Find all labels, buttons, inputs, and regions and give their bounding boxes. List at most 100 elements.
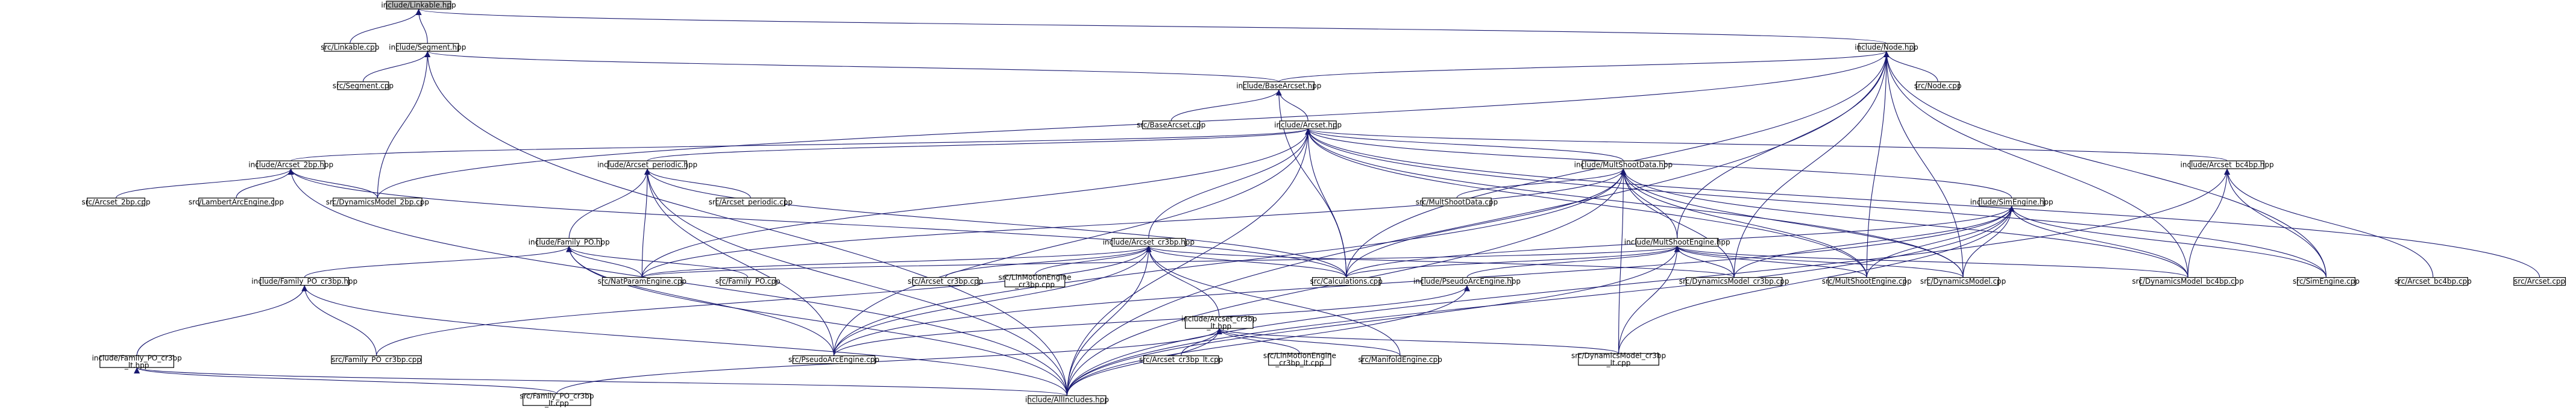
edge-pseudoarcengine_cpp-to-pseudoarcengine_hpp [833, 285, 1470, 356]
node-arcset-periodic-cpp[interactable]: src/Arcset_periodic.cpp [709, 198, 793, 207]
node-box [99, 355, 174, 368]
edge-family_po_cr3bp_cpp-to-arcset_cr3bp_hpp [375, 246, 1152, 356]
node-box [912, 277, 979, 286]
node-family-po-cpp[interactable]: src/Family_PO.cpp [715, 277, 781, 286]
node-linkable-cpp[interactable]: src/Linkable.cpp [321, 43, 379, 52]
edge-pseudoarcengine_cpp-to-multshootdata_hpp [833, 169, 1627, 356]
node-allincludes-hpp[interactable]: include/AllIncludes.hpp [1025, 395, 1109, 404]
node-label: src/ManifoldEngine.cpp [1358, 355, 1442, 364]
node-box [715, 198, 786, 207]
edge-lambertarcengine_cpp-to-arcset_2bp_hpp [236, 168, 294, 198]
node-family-po-hpp[interactable]: include/Family_PO.hpp [529, 238, 610, 247]
node-box [1243, 81, 1315, 90]
node-box [1279, 120, 1337, 130]
node-label: src/NatParamEngine.cpp [598, 277, 686, 286]
edge-natparamengine_cpp-to-multshootdata_hpp [641, 169, 1627, 278]
node-multshootdata-cpp[interactable]: src/MultShootData.cpp [1416, 198, 1498, 207]
node-arcset-cr3bp-hpp[interactable]: include/Arcset_cr3bp.hpp [1103, 238, 1195, 247]
node-label: include/Node.hpp [1855, 43, 1918, 52]
node-basearcset-cpp[interactable]: src/BaseArcset.cpp [1137, 120, 1205, 130]
edge-multshootengine_cpp-to-multshootengine_hpp [1674, 246, 1867, 278]
node-dynamicsmodel-cpp[interactable]: src/DynamicsModel.cpp [1920, 277, 2006, 286]
edge-allincludes_hpp-to-family_po_cr3bp_hpp [301, 285, 1067, 396]
node-label: include/Segment.hpp [389, 43, 466, 52]
node-segment-hpp[interactable]: include/Segment.hpp [389, 43, 466, 52]
node-arcset-2bp-hpp[interactable]: include/Arcset_2bp.hpp [248, 160, 333, 169]
node-dynamicsmodel-bc4bp-cpp[interactable]: src/DynamicsModel_bc4bp.cpp [2132, 277, 2244, 286]
node-multshootdata-hpp[interactable]: include/MultShootData.hpp [1574, 160, 1673, 169]
node-label: src/SimEngine.cpp [2293, 277, 2360, 286]
node-node-cpp[interactable]: src/Node.cpp [1914, 81, 1962, 90]
edge-multshootdata_cpp-to-multshootdata_hpp [1456, 168, 1627, 198]
node-label: src/BaseArcset.cpp [1137, 120, 1205, 129]
edge-calculations_cpp-to-arcset_periodic_hpp [644, 169, 1347, 278]
node-arcset-cpp[interactable]: src/Arcset.cpp [2513, 277, 2566, 286]
node-dynamicsmodel-cr3bp-cpp[interactable]: src/DynamicsModel_cr3bp.cpp [1679, 277, 1789, 286]
node-linmotionengine-cr3bp-cpp[interactable]: src/LinMotionEngine_cr3bp.cpp [998, 273, 1071, 289]
node-lambertarcengine-cpp[interactable]: src/LambertArcEngine.cpp [189, 198, 284, 207]
edge-segment_cpp-to-segment_hpp [362, 51, 431, 82]
edge-pseudoarcengine_hpp-to-multshootengine_hpp [1466, 246, 1680, 278]
node-node-hpp[interactable]: include/Node.hpp [1855, 43, 1918, 52]
node-family-po-cr3bp-hpp[interactable]: include/Family_PO_cr3bp.hpp [251, 277, 357, 286]
node-label: include/Arcset_cr3bp.hpp [1103, 238, 1195, 246]
node-label: src/DynamicsModel_2bp.cpp [326, 198, 429, 206]
edge-multshootengine_cpp-to-node_hpp [1866, 51, 1890, 278]
edge-multshootengine_cpp-to-arcset_hpp [1305, 128, 1867, 278]
edge-simengine_cpp-to-simengine_hpp [2008, 205, 2327, 278]
edge-family_po_cpp-to-family_po_hpp [566, 246, 749, 278]
node-label: src/Arcset_cr3bp.cpp [908, 277, 983, 286]
edge-dynamicsmodel_bc4bp_cpp-to-multshootengine_hpp [1674, 246, 2188, 278]
node-label: src/Linkable.cpp [321, 43, 379, 52]
node-layer: include/Linkable.hpp src/Linkable.cpp incl… [82, 1, 2566, 407]
edge-calculations_cpp-to-multshootengine_hpp [1346, 246, 1680, 278]
edge-linmotionengine_cr3bp_cpp-to-arcset_cr3bp_hpp [1034, 246, 1152, 275]
edge-manifoldengine_cpp-to-arcset_cr3bp_hpp [1145, 246, 1401, 356]
edge-dynamicsmodel_cpp-to-arcset_hpp [1305, 128, 1964, 278]
node-dynamicsmodel-cr3bp-lt-cpp[interactable]: src/DynamicsModel_cr3bp_lt.cpp [1571, 351, 1666, 367]
node-pseudoarcengine-cpp[interactable]: src/PseudoArcEngine.cpp [788, 355, 879, 364]
node-arcset-cr3bp-cpp[interactable]: src/Arcset_cr3bp.cpp [908, 277, 983, 286]
node-natparamengine-cpp[interactable]: src/NatParamEngine.cpp [598, 277, 686, 286]
node-label: src/Arcset_bc4bp.cpp [2395, 277, 2472, 286]
node-arcset-2bp-cpp[interactable]: src/Arcset_2bp.cpp [82, 198, 151, 207]
edge-multshootengine_hpp-to-multshootdata_hpp [1620, 169, 1678, 239]
node-arcset-cr3bp-lt-cpp[interactable]: src/Arcset_cr3bp_lt.cpp [1139, 355, 1223, 364]
node-label: _cr3bp_lt.cpp [1275, 358, 1324, 367]
node-arcset-hpp[interactable]: include/Arcset.hpp [1274, 120, 1342, 130]
edge-segment_hpp-to-linkable_hpp [415, 8, 428, 44]
edge-dynamicsmodel_cr3bp_lt_cpp-to-multshootdata_hpp [1618, 169, 1627, 354]
node-basearcset-hpp[interactable]: include/BaseArcset.hpp [1236, 81, 1321, 90]
node-arcset-periodic-hpp[interactable]: include/Arcset_periodic.hpp [597, 160, 697, 169]
node-manifoldengine-cpp[interactable]: src/ManifoldEngine.cpp [1358, 355, 1442, 364]
node-box [1635, 238, 1719, 247]
node-label: _lt.hpp [1206, 322, 1231, 330]
node-family-po-cr3bp-cpp[interactable]: src/Family_PO_cr3bp.cpp [331, 355, 422, 364]
node-box [1578, 353, 1659, 366]
node-multshootengine-cpp[interactable]: src/MultShootEngine.cpp [1822, 277, 1912, 286]
node-label: src/PseudoArcEngine.cpp [788, 355, 879, 364]
edge-dynamicsmodel_cpp-to-multshootengine_hpp [1674, 246, 1964, 278]
node-arcset-bc4bp-cpp[interactable]: src/Arcset_bc4bp.cpp [2395, 277, 2472, 286]
node-label: src/LinMotionEngine [998, 273, 1071, 282]
edge-family_po_cr3bp_lt_hpp-to-family_po_cr3bp_hpp [136, 285, 308, 356]
node-box [1143, 355, 1219, 364]
node-simengine-hpp[interactable]: include/SimEngine.hpp [1970, 198, 2053, 207]
edge-simengine_cpp-to-node_hpp [1883, 51, 2327, 278]
node-family-po-cr3bp-lt-cpp[interactable]: src/Family_PO_cr3bp_lt.cpp [520, 392, 594, 407]
node-label: include/Arcset_bc4bp.hpp [2181, 161, 2274, 169]
node-simengine-cpp[interactable]: src/SimEngine.cpp [2293, 277, 2360, 286]
edge-dynamicsmodel_cpp-to-simengine_hpp [1962, 205, 2015, 278]
node-label: include/PseudoArcEngine.hpp [1413, 277, 1521, 286]
node-box [1582, 160, 1665, 169]
node-linmotionengine-cr3bp-lt-cpp[interactable]: src/LinMotionEngine_cr3bp_lt.cpp [1263, 351, 1336, 367]
node-family-po-cr3bp-lt-hpp[interactable]: include/Family_PO_cr3bp_lt.hpp [92, 354, 181, 369]
node-multshootengine-hpp[interactable]: include/MultShootEngine.hpp [1624, 238, 1730, 247]
node-segment-cpp[interactable]: src/Segment.cpp [333, 81, 394, 90]
node-pseudoarcengine-hpp[interactable]: include/PseudoArcEngine.hpp [1413, 277, 1521, 286]
node-arcset-cr3bp-lt-hpp[interactable]: include/Arcset_cr3bp_lt.hpp [1181, 314, 1257, 330]
node-linkable-hpp[interactable]: include/Linkable.hpp [381, 1, 456, 10]
node-calculations-cpp[interactable]: src/Calculations.cpp [1310, 277, 1383, 286]
node-arcset-bc4bp-hpp[interactable]: include/Arcset_bc4bp.hpp [2181, 160, 2274, 169]
node-dynamicsmodel-2bp-cpp[interactable]: src/DynamicsModel_2bp.cpp [326, 198, 429, 207]
